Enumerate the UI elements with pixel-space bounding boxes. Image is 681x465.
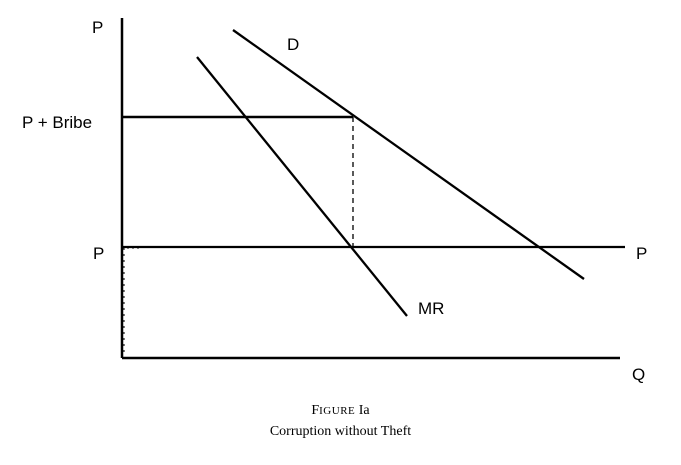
y-axis-label: P (92, 18, 103, 37)
demand-curve (232, 29, 585, 280)
marginal-revenue-curve (196, 56, 408, 317)
price-bribe-label: P + Bribe (22, 113, 92, 132)
figure-caption-number: Ia (358, 403, 370, 418)
x-axis-label: Q (632, 365, 645, 384)
figure-caption-word: IGURE (319, 405, 356, 417)
figure-caption-lead: F (311, 403, 320, 418)
price-label-left: P (93, 244, 104, 263)
figure-caption-subtitle: Corruption without Theft (269, 424, 412, 439)
marginal-revenue-label: MR (418, 299, 444, 318)
demand-label: D (287, 35, 299, 54)
price-label-right: P (636, 244, 647, 263)
figure-caption-title: FIGURE Ia (0, 403, 681, 419)
